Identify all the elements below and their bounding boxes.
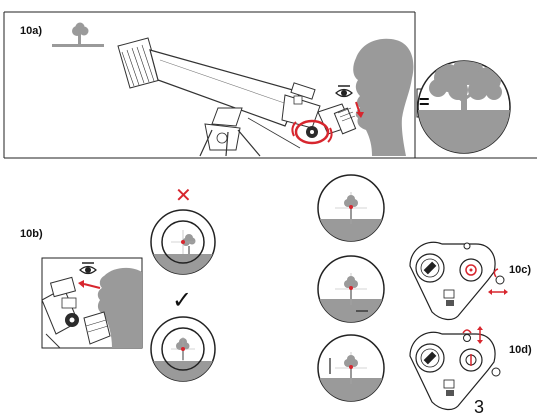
figure-10a-frame — [3, 11, 537, 159]
mount-diagram-10d — [409, 326, 501, 411]
figure-label-10c: 10c) — [509, 264, 532, 276]
equals-sign: = — [419, 92, 430, 112]
view-vertical-offset — [317, 334, 385, 402]
figure-10b-inset — [41, 257, 143, 349]
adjustment-knob-highlight — [291, 119, 333, 145]
view-correct — [150, 316, 216, 382]
figure-label-10d: 10d) — [509, 344, 532, 356]
finder-view-tree — [417, 60, 511, 154]
look-arrow-icon — [355, 101, 364, 118]
check-mark-icon: ✓ — [172, 286, 193, 314]
look-arrow-icon-10b — [78, 280, 101, 289]
telescope-mount — [199, 107, 301, 157]
figure-label-10a: 10a) — [20, 25, 43, 37]
eye-icon-10b — [79, 262, 97, 275]
mount-diagram-10c — [409, 241, 508, 321]
figure-label-10b: 10b) — [20, 228, 43, 240]
view-horizontal-offset — [317, 255, 385, 323]
observer-head — [353, 38, 414, 156]
wrong-mark-icon: ✕ — [175, 183, 192, 207]
telescope-tube — [117, 37, 357, 135]
eye-icon — [335, 85, 353, 98]
distant-tree-icon — [52, 22, 104, 47]
view-wrong — [150, 209, 216, 275]
view-centered — [317, 174, 385, 242]
page-number: 3 — [474, 397, 485, 417]
